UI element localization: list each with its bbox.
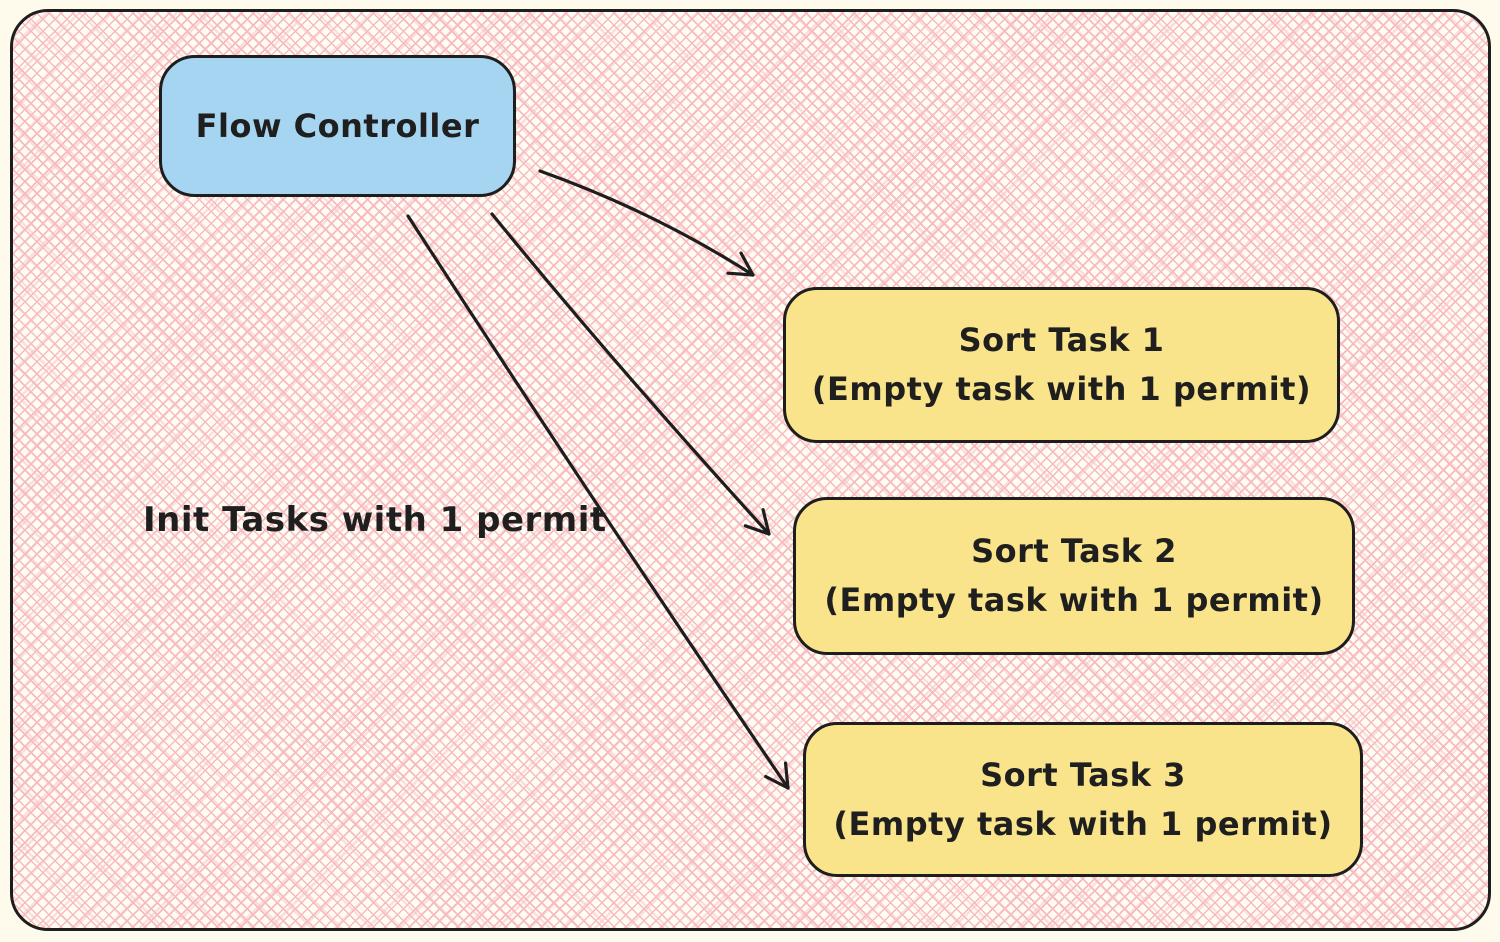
- sort-task-3-title: Sort Task 3: [980, 755, 1186, 794]
- sort-task-2-subtitle: (Empty task with 1 permit): [824, 581, 1324, 619]
- flow-controller-node: Flow Controller: [159, 55, 516, 197]
- edge-label: Init Tasks with 1 permit: [143, 500, 607, 540]
- sort-task-3-subtitle: (Empty task with 1 permit): [833, 804, 1333, 843]
- sort-task-2-node: Sort Task 2 (Empty task with 1 permit): [793, 497, 1355, 655]
- sort-task-2-title: Sort Task 2: [971, 532, 1177, 570]
- flow-controller-label: Flow Controller: [195, 107, 480, 145]
- sort-task-1-title: Sort Task 1: [958, 321, 1165, 359]
- sort-task-3-node: Sort Task 3 (Empty task with 1 permit): [803, 722, 1363, 877]
- sort-task-1-subtitle: (Empty task with 1 permit): [811, 370, 1312, 408]
- sort-task-1-node: Sort Task 1 (Empty task with 1 permit): [783, 287, 1340, 443]
